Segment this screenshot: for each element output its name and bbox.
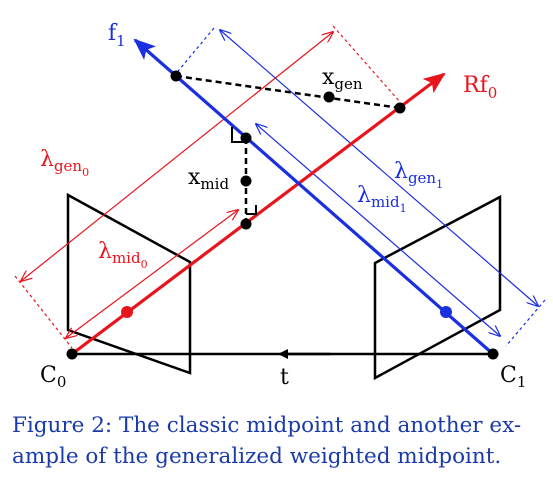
xgen-connector [175,74,401,110]
label-xmid: xmid [188,165,229,193]
caption-line-2: ample of the generalized weighted midpoi… [12,444,502,469]
label-f1: f1 [108,21,126,50]
lambda-mid0-dimension [66,210,238,338]
point-xmid [240,175,252,187]
image-point-0 [121,306,133,318]
camera-1-frustum [373,194,502,381]
image-point-1 [440,306,452,318]
right-angle-top [231,127,246,143]
point-c0 [66,348,78,360]
ray-f1 [133,38,495,356]
point-f1-mid [240,132,252,144]
point-xgen [323,91,335,103]
lambda-gen1-ext-top [173,27,215,77]
label-lambda-mid1: λmid1 [357,183,407,215]
camera-0-frustum [66,192,192,375]
caption-line-1: Figure 2: The classic midpoint and anoth… [12,413,522,438]
lambda-mid1-dimension [256,124,500,336]
figure-caption: Figure 2: The classic midpoint and anoth… [12,410,547,472]
lambda-gen0-ext-bottom [14,275,73,349]
label-lambda-gen0: λgen0 [40,147,89,179]
label-lambda-gen1: λgen1 [394,159,443,191]
point-rf0-mid [240,218,252,230]
point-c1 [487,348,499,360]
ray-rf0 [71,72,446,356]
label-rf0: Rf0 [463,73,497,102]
lambda-gen1-ext-bottom [505,299,546,347]
label-lambda-mid0: λmid0 [98,239,148,271]
label-t: t [280,365,289,390]
label-xgen: xgen [322,65,363,93]
midpoint-diagram: f1 Rf0 xgen xmid λgen0 λmid0 λgen1 λmid1… [14,21,546,391]
point-rf0-gen [394,102,406,114]
right-angle-bottom [246,205,257,215]
label-c0: C0 [40,363,66,391]
point-f1-gen [170,70,182,82]
lambda-gen1-dimension [220,30,538,306]
label-c1: C1 [500,363,526,391]
